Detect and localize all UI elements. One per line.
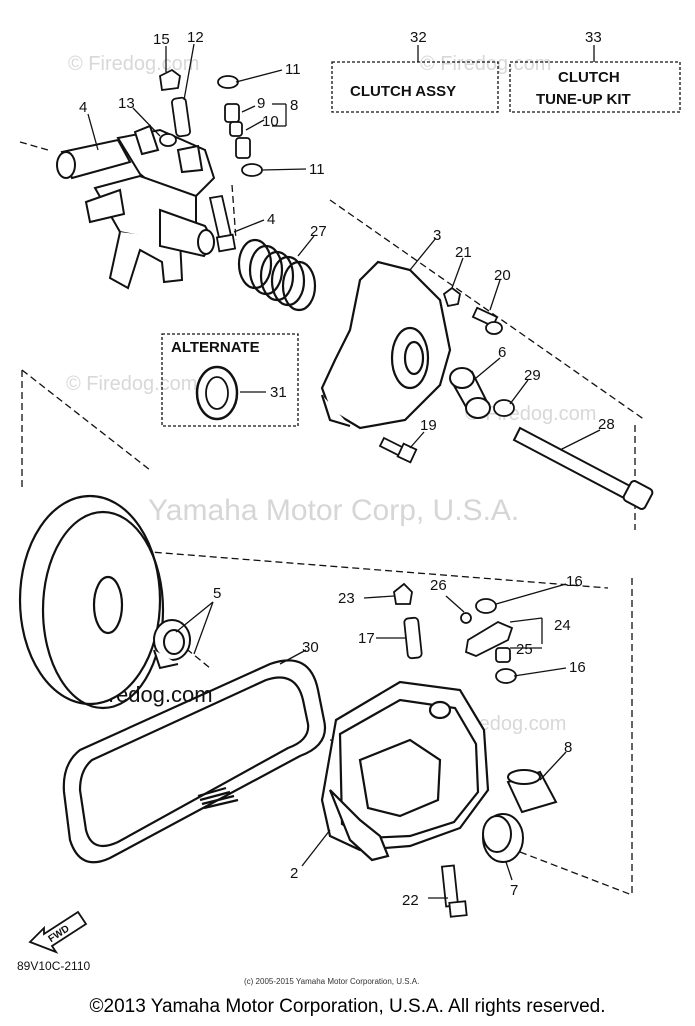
callout-21: 21 bbox=[455, 244, 472, 261]
alternate-box: ALTERNATE bbox=[161, 333, 299, 427]
part-6-bushing bbox=[449, 367, 491, 419]
callout-30: 30 bbox=[302, 639, 319, 656]
callout-13: 13 bbox=[118, 95, 135, 112]
callout-11a: 11 bbox=[285, 61, 301, 78]
watermark-firedog-top-right: © Firedog.com bbox=[420, 53, 551, 75]
callout-19: 19 bbox=[420, 417, 437, 434]
callout-29: 29 bbox=[524, 367, 541, 384]
alternate-label: ALTERNATE bbox=[171, 339, 260, 356]
callout-16a: 16 bbox=[566, 573, 583, 590]
fwd-arrow: FWD bbox=[28, 910, 88, 954]
callout-5: 5 bbox=[213, 585, 221, 602]
callout-32: 32 bbox=[410, 29, 427, 46]
part-3-clutch-cover bbox=[320, 260, 452, 430]
part-2-moveable-sheave bbox=[320, 680, 490, 862]
parts-18-7 bbox=[482, 769, 558, 863]
callout-11b: 11 bbox=[309, 161, 325, 178]
small-copyright: (c) 2005-2015 Yamaha Motor Corporation, … bbox=[244, 977, 419, 986]
part-29-clip bbox=[493, 399, 515, 417]
callout-8: 8 bbox=[290, 97, 298, 114]
callout-12: 12 bbox=[187, 29, 204, 46]
callout-6: 6 bbox=[498, 344, 506, 361]
diagram-code: 89V10C-2110 bbox=[17, 959, 90, 973]
callout-22: 22 bbox=[402, 892, 419, 909]
parts-21-20 bbox=[442, 286, 503, 335]
callout-31: 31 bbox=[270, 384, 287, 401]
callout-4a: 4 bbox=[79, 99, 87, 116]
callout-9: 9 bbox=[257, 95, 265, 112]
parts-11-9-10-rollers bbox=[217, 75, 263, 177]
callout-26: 26 bbox=[430, 577, 447, 594]
callout-24: 24 bbox=[554, 617, 571, 634]
clutch-assy-label: CLUTCH ASSY bbox=[350, 83, 456, 100]
part-27-spring bbox=[237, 238, 317, 312]
footer-copyright: ©2013 Yamaha Motor Corporation, U.S.A. A… bbox=[89, 996, 606, 1017]
callout-2: 2 bbox=[290, 865, 298, 882]
tune-up-kit-box: CLUTCH TUNE-UP KIT bbox=[509, 61, 681, 113]
part-30-drive-belt bbox=[62, 659, 327, 864]
callout-27: 27 bbox=[310, 223, 327, 240]
callout-16b: 16 bbox=[569, 659, 586, 676]
callout-28: 28 bbox=[598, 416, 615, 433]
callout-10: 10 bbox=[262, 113, 279, 130]
part-4-bolt bbox=[208, 194, 237, 253]
callout-3: 3 bbox=[433, 227, 441, 244]
watermark-yamaha: Yamaha Motor Corp, U.S.A. bbox=[148, 494, 519, 527]
callout-25: 25 bbox=[516, 641, 533, 658]
part-31-ring bbox=[195, 365, 239, 421]
tune-up-label-2: TUNE-UP KIT bbox=[536, 91, 631, 108]
part-12-pin bbox=[171, 96, 191, 138]
callout-8b: 8 bbox=[564, 739, 572, 756]
clutch-assy-box: CLUTCH ASSY bbox=[331, 61, 499, 113]
callout-15: 15 bbox=[153, 31, 170, 48]
part-13-plug bbox=[159, 133, 177, 147]
callout-17: 17 bbox=[358, 630, 375, 647]
leader-lines bbox=[87, 43, 601, 899]
part-19-bolt bbox=[378, 436, 418, 464]
callout-23: 23 bbox=[338, 590, 355, 607]
callout-4b: 4 bbox=[267, 211, 275, 228]
part-15-cap bbox=[159, 68, 181, 92]
part-5-bushing bbox=[153, 619, 191, 670]
watermark-firedog-top-left: © Firedog.com bbox=[68, 53, 199, 75]
sliding-sheave bbox=[18, 494, 165, 710]
callout-numbers: 15 12 11 4 13 9 8 10 11 4 27 3 21 20 6 2… bbox=[79, 29, 615, 909]
watermark-firedog-mid-left: © Firedog.com bbox=[66, 373, 197, 395]
parts-23-17-26-16-24-25 bbox=[393, 582, 517, 684]
callout-33: 33 bbox=[585, 29, 602, 46]
tune-up-label-1: CLUTCH bbox=[558, 69, 620, 86]
part-28-long-bolt bbox=[512, 426, 654, 510]
part-22-bolt bbox=[440, 864, 468, 918]
callout-20: 20 bbox=[494, 267, 511, 284]
part-4-fixed-sheave bbox=[56, 124, 216, 290]
callout-7: 7 bbox=[510, 882, 518, 899]
